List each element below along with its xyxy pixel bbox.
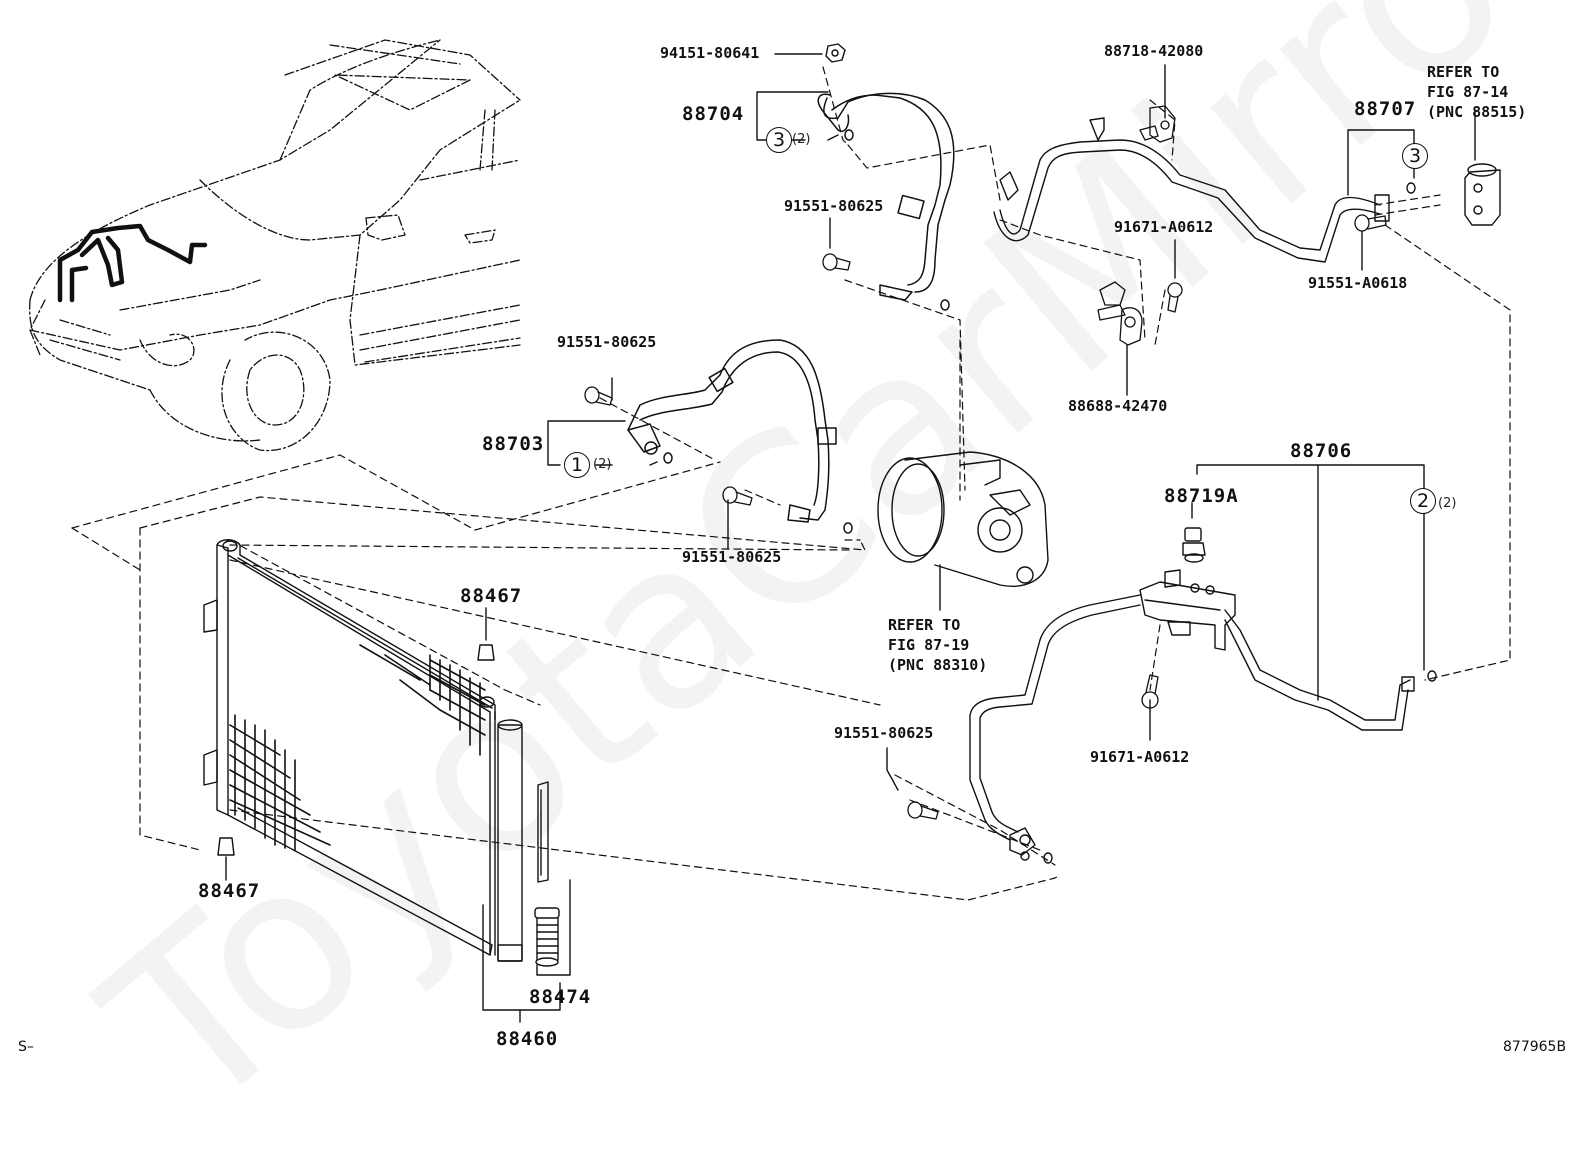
bolt-91551-80625-c xyxy=(722,486,753,506)
part-label-88718-42080: 88718-42080 xyxy=(1104,42,1204,60)
callout-qty-88706: (2) xyxy=(1438,496,1457,511)
part-label-88467-top: 88467 xyxy=(460,585,523,607)
clamp-88718-42080 xyxy=(1139,105,1176,143)
figure-id: 877965B xyxy=(1503,1039,1567,1055)
part-label-91551-80625-lower: 91551-80625 xyxy=(682,548,782,566)
harness-highlight xyxy=(57,223,208,303)
refer-note-fig-87-14: REFER TO FIG 87-14 (PNC 88515) xyxy=(1427,63,1527,121)
part-label-88704: 88704 xyxy=(682,103,745,125)
compressor xyxy=(877,451,1049,587)
vehicle-outline xyxy=(29,39,521,452)
hose-88704 xyxy=(817,92,955,311)
pipe-block-bracket xyxy=(1139,569,1236,651)
callout-3-88707: 3 xyxy=(1402,143,1428,169)
expansion-valve xyxy=(1464,163,1501,226)
condenser-fins xyxy=(229,644,486,851)
tube-88706 xyxy=(969,594,1437,864)
part-label-88688-42470: 88688-42470 xyxy=(1068,397,1168,415)
tube-88707 xyxy=(993,117,1416,263)
nut-94151-80641 xyxy=(825,43,846,63)
part-label-88703: 88703 xyxy=(482,433,545,455)
bolt-91551-80625-a xyxy=(822,253,851,271)
callout-3-88704: 3 xyxy=(766,127,792,153)
receiver-filter xyxy=(534,781,560,967)
refer-note-fig-87-19: REFER TO FIG 87-19 (PNC 88310) xyxy=(888,616,988,674)
parts-diagram xyxy=(29,39,1511,1023)
part-label-91671-a0612-bottom: 91671-A0612 xyxy=(1090,748,1190,766)
part-label-91671-a0612-top: 91671-A0612 xyxy=(1114,218,1214,236)
condenser xyxy=(203,539,523,962)
bolt-91551-a0618 xyxy=(1354,214,1387,232)
part-label-91551-80625-bottom: 91551-80625 xyxy=(834,724,934,742)
part-label-88460: 88460 xyxy=(496,1028,559,1050)
hose-88703 xyxy=(627,339,853,534)
callout-qty-88703: (2) xyxy=(593,457,612,472)
part-label-91551-a0618: 91551-A0618 xyxy=(1308,274,1408,292)
part-label-88706: 88706 xyxy=(1290,440,1353,462)
corner-code-left: S– xyxy=(18,1039,34,1055)
callout-qty-88704: (2) xyxy=(792,132,811,147)
callout-1-88703: 1 xyxy=(564,452,590,478)
pressure-switch-88719a xyxy=(1182,527,1206,563)
leader-lines xyxy=(225,53,1476,1023)
part-label-94151-80641: 94151-80641 xyxy=(660,44,760,62)
cushion-88467 xyxy=(217,644,495,856)
callout-2-88706: 2 xyxy=(1410,488,1436,514)
part-label-91551-80625-mid: 91551-80625 xyxy=(557,333,657,351)
assembly-dashed-lines xyxy=(71,66,1511,901)
part-label-88474: 88474 xyxy=(529,986,592,1008)
part-label-88467-bottom: 88467 xyxy=(198,880,261,902)
clamp-88688-42470 xyxy=(1097,281,1143,346)
bolt-91551-80625-b xyxy=(584,386,613,406)
part-label-91551-80625-top: 91551-80625 xyxy=(784,197,884,215)
part-label-88707: 88707 xyxy=(1354,98,1417,120)
bolt-91671-a0612-top xyxy=(1167,282,1183,313)
bolt-91671-a0612-bot xyxy=(1141,674,1159,709)
bolt-91551-80625-d xyxy=(907,801,939,820)
part-label-88719a: 88719A xyxy=(1164,485,1239,507)
bolts xyxy=(584,214,1387,820)
